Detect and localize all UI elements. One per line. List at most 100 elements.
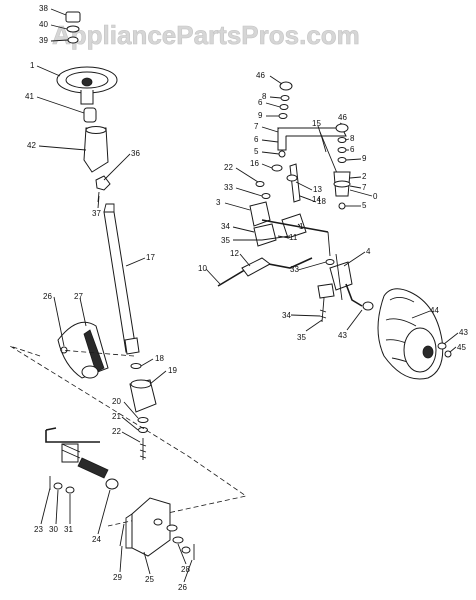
part-38-cap	[65, 11, 81, 23]
part-46-cap-left	[279, 81, 293, 91]
part-3-steering-arm	[249, 201, 271, 227]
part-7-bushing	[333, 180, 351, 188]
axle-left-end	[277, 128, 287, 151]
label-35-upper: 35	[221, 236, 230, 245]
sector-gear-hub	[81, 365, 99, 379]
part-41-adapter	[83, 107, 97, 123]
label-6-mid: 6	[254, 135, 259, 144]
label-46-left: 46	[256, 71, 265, 80]
label-43-outer: 43	[459, 328, 468, 337]
part-5-bushing-right	[338, 202, 346, 210]
label-29: 29	[113, 573, 122, 582]
label-38: 38	[39, 4, 48, 13]
label-5-left: 5	[254, 147, 259, 156]
mounting-plate-hole	[153, 518, 163, 526]
label-43-inner: 43	[338, 331, 347, 340]
label-46-right: 46	[338, 113, 347, 122]
sector-gear-assembly	[57, 321, 109, 379]
label-15: 15	[312, 119, 321, 128]
part-43-washer-outer	[437, 342, 447, 350]
part-15-pin	[321, 137, 327, 153]
part-23-pivot-rod	[45, 430, 100, 443]
label-22-right: 22	[224, 163, 233, 172]
label-7-right: 7	[362, 183, 367, 192]
label-25: 25	[145, 575, 154, 584]
part-46-cap-right	[335, 123, 349, 133]
part-42-housing-top	[85, 126, 107, 134]
part-6-washer-right	[337, 147, 347, 153]
part-35-link	[261, 235, 291, 241]
part-6-washer-left	[279, 104, 289, 110]
part-14-bushing	[286, 174, 298, 182]
label-4: 4	[366, 247, 371, 256]
mounting-plate-flange	[125, 513, 133, 549]
label-26-lower: 26	[178, 583, 187, 592]
wheel-rim	[403, 327, 437, 373]
part-29-bolt	[119, 523, 125, 547]
part-labels: 38 40 39 1 41 42 36 37 17 26 27 18 19 20…	[25, 4, 468, 592]
part-22-bolt	[139, 438, 147, 460]
label-6-right: 6	[350, 145, 355, 154]
label-41: 41	[25, 92, 34, 101]
part-45-cap	[444, 350, 452, 358]
label-5-right: 5	[362, 201, 367, 210]
part-40-washer	[66, 25, 80, 33]
label-36: 36	[131, 149, 140, 158]
label-10: 10	[198, 264, 207, 273]
part-19-top	[130, 379, 152, 389]
part-42-housing	[83, 127, 109, 173]
part-20-washer	[137, 417, 149, 423]
part-39-nut	[67, 36, 79, 44]
label-44: 44	[430, 306, 439, 315]
label-19: 19	[168, 366, 177, 375]
label-18-right: 18	[317, 197, 326, 206]
label-33-upper: 33	[224, 183, 233, 192]
pivot-rod-block	[61, 443, 79, 463]
label-7-left: 7	[254, 122, 259, 131]
label-28: 28	[181, 565, 190, 574]
label-31: 31	[64, 525, 73, 534]
part-25-mounting-plate	[131, 497, 171, 557]
label-33-lower: 33	[290, 265, 299, 274]
label-35-lower: 35	[297, 333, 306, 342]
label-8-right: 8	[350, 134, 355, 143]
part-4-spindle-arm	[329, 261, 353, 291]
part-34-bolt	[321, 297, 325, 323]
part-30-washer	[53, 482, 63, 490]
watermark-text: AppliancePartsPros.com	[52, 20, 360, 50]
label-17: 17	[146, 253, 155, 262]
right-linkage-assembly	[217, 81, 374, 323]
part-36-bushing	[95, 175, 111, 191]
part-26-nut	[181, 546, 191, 554]
part-12-drag-link-end	[241, 257, 271, 277]
label-39: 39	[39, 36, 48, 45]
lower-left-linkage	[45, 427, 119, 494]
mounting-plane-outline	[9, 345, 247, 527]
part-8-washer-right	[337, 137, 347, 143]
part-33-nut-upper	[261, 193, 271, 199]
part-13-pivot-bolt	[289, 163, 301, 203]
label-2: 2	[362, 172, 367, 181]
steering-wheel-spoke	[80, 90, 94, 105]
label-21: 21	[112, 412, 121, 421]
label-26-upper: 26	[43, 292, 52, 301]
part-22-washer-upper	[255, 181, 265, 187]
part-34-bracket	[253, 223, 277, 247]
part-28-washer	[166, 524, 178, 532]
block-lines	[61, 443, 81, 459]
mounting-plate-assembly	[119, 497, 195, 560]
label-6-left: 6	[258, 98, 263, 107]
part-9-washer-right	[337, 157, 347, 163]
tire-tread	[385, 297, 425, 369]
shaft-lower-collar	[124, 337, 140, 355]
label-42: 42	[27, 141, 36, 150]
label-11: 11	[289, 233, 298, 242]
label-37: 37	[92, 209, 101, 218]
spring-coil	[77, 457, 109, 479]
spindle-arm-shaft	[335, 253, 343, 301]
pivot-rod-end	[45, 427, 57, 431]
front-wheel-assembly	[377, 288, 452, 380]
label-12: 12	[230, 249, 239, 258]
label-22-left: 22	[112, 427, 121, 436]
part-24-bushing	[105, 478, 119, 490]
